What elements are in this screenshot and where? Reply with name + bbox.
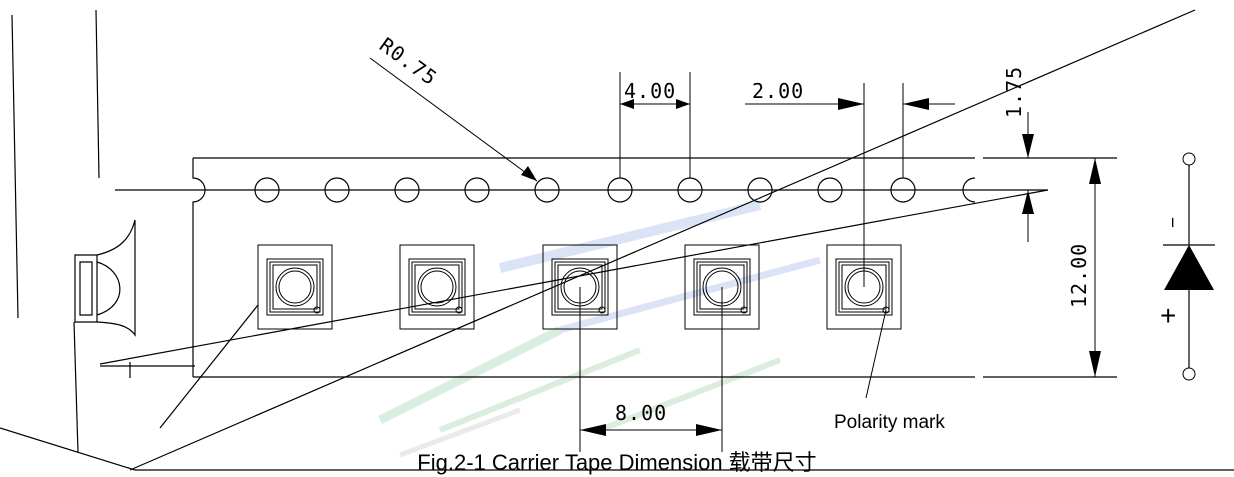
reel-hub: [74, 219, 136, 337]
polarity-leader: [865, 309, 887, 399]
watermark: [377, 200, 821, 458]
center-lines: [579, 83, 865, 452]
dim-edge-to-hole: [1022, 112, 1034, 242]
tape-width-label: 12.00: [1067, 243, 1091, 308]
hole-pitch-label: 4.00: [624, 79, 676, 103]
edge-to-hole-label: 1.75: [1002, 66, 1026, 118]
diode-minus-label: −: [1163, 217, 1184, 228]
dim-hole-pitch: [619, 72, 691, 178]
pocket: [399, 244, 475, 330]
radius-label: R0.75: [375, 33, 442, 91]
radius-leader: [369, 57, 538, 182]
dim-pocket-pitch: [580, 424, 722, 436]
diode-symbol: [1163, 152, 1215, 381]
diode-plus-label: +: [1160, 300, 1176, 331]
pocket: [257, 244, 333, 330]
polarity-mark-label: Polarity mark: [834, 412, 945, 433]
carrier-tape: [115, 157, 1117, 378]
hole-to-pocket-label: 2.00: [752, 79, 804, 103]
pocket-pitch-label: 8.00: [615, 401, 667, 425]
reel-outline: [0, 9, 1234, 471]
dim-tape-width: [1089, 158, 1101, 377]
figure-caption: Fig.2-1 Carrier Tape Dimension 载带尺寸: [417, 450, 816, 475]
dim-hole-to-pocket: [745, 83, 955, 178]
